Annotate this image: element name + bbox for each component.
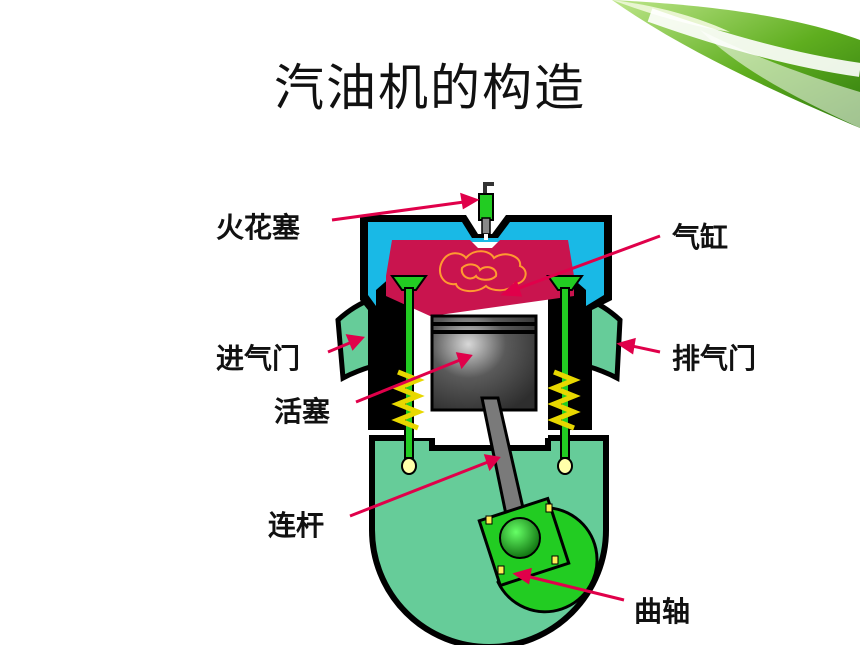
spark-plug-pointer xyxy=(331,192,480,222)
exhaust-valve-pointer xyxy=(616,337,661,355)
label-piston: 活塞 xyxy=(274,395,331,428)
intake-valve-spring xyxy=(391,369,425,431)
cylinder-pointer xyxy=(500,234,661,297)
page-title: 汽油机的构造 xyxy=(274,59,586,117)
label-cylinder: 气缸 xyxy=(672,221,729,254)
piston xyxy=(430,314,538,412)
pointer-lines xyxy=(327,192,661,602)
label-spark-plug: 火花塞 xyxy=(216,211,301,244)
label-intake-valve: 进气门 xyxy=(216,342,301,375)
label-connecting-rod: 连杆 xyxy=(268,509,325,542)
crankshaft xyxy=(477,496,599,614)
exhaust-valve-spring xyxy=(547,369,581,431)
spark-flame xyxy=(438,250,527,292)
exhaust-valve xyxy=(546,275,584,475)
piston-pointer xyxy=(355,352,473,404)
label-exhaust-valve: 排气门 xyxy=(672,342,757,375)
intake-valve xyxy=(390,275,428,475)
label-crankshaft: 曲轴 xyxy=(634,595,691,628)
page-curl-decoration xyxy=(612,0,860,128)
connecting-rod-pointer xyxy=(349,454,501,518)
crankshaft-pointer xyxy=(512,567,625,602)
spark-plug xyxy=(478,182,494,240)
intake-valve-pointer xyxy=(327,334,365,354)
